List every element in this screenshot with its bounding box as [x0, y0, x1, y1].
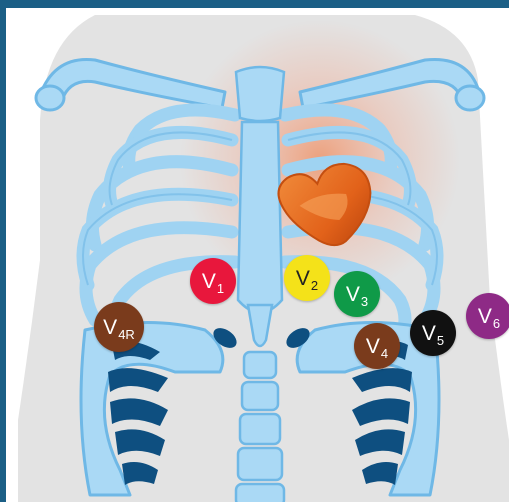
- chest-illustration: [6, 8, 509, 502]
- lead-v5-letter: V: [422, 323, 436, 344]
- lead-v4-letter: V: [366, 336, 380, 357]
- lead-v4-sub: 4: [381, 347, 388, 360]
- lead-v1-letter: V: [202, 271, 216, 292]
- lead-v5-sub: 5: [437, 334, 444, 347]
- lead-v4r-sub: 4R: [118, 328, 135, 341]
- lead-v2-letter: V: [296, 268, 310, 289]
- sternum: [236, 67, 284, 346]
- lead-v1-sub: 1: [217, 282, 224, 295]
- spine: [236, 352, 284, 502]
- lead-v2-sub: 2: [311, 279, 318, 292]
- lead-v6-sub: 6: [493, 317, 500, 330]
- lead-v3-letter: V: [346, 284, 360, 305]
- lead-v3-sub: 3: [361, 295, 368, 308]
- lead-v6-letter: V: [478, 306, 492, 327]
- lead-v4r-letter: V: [103, 317, 117, 338]
